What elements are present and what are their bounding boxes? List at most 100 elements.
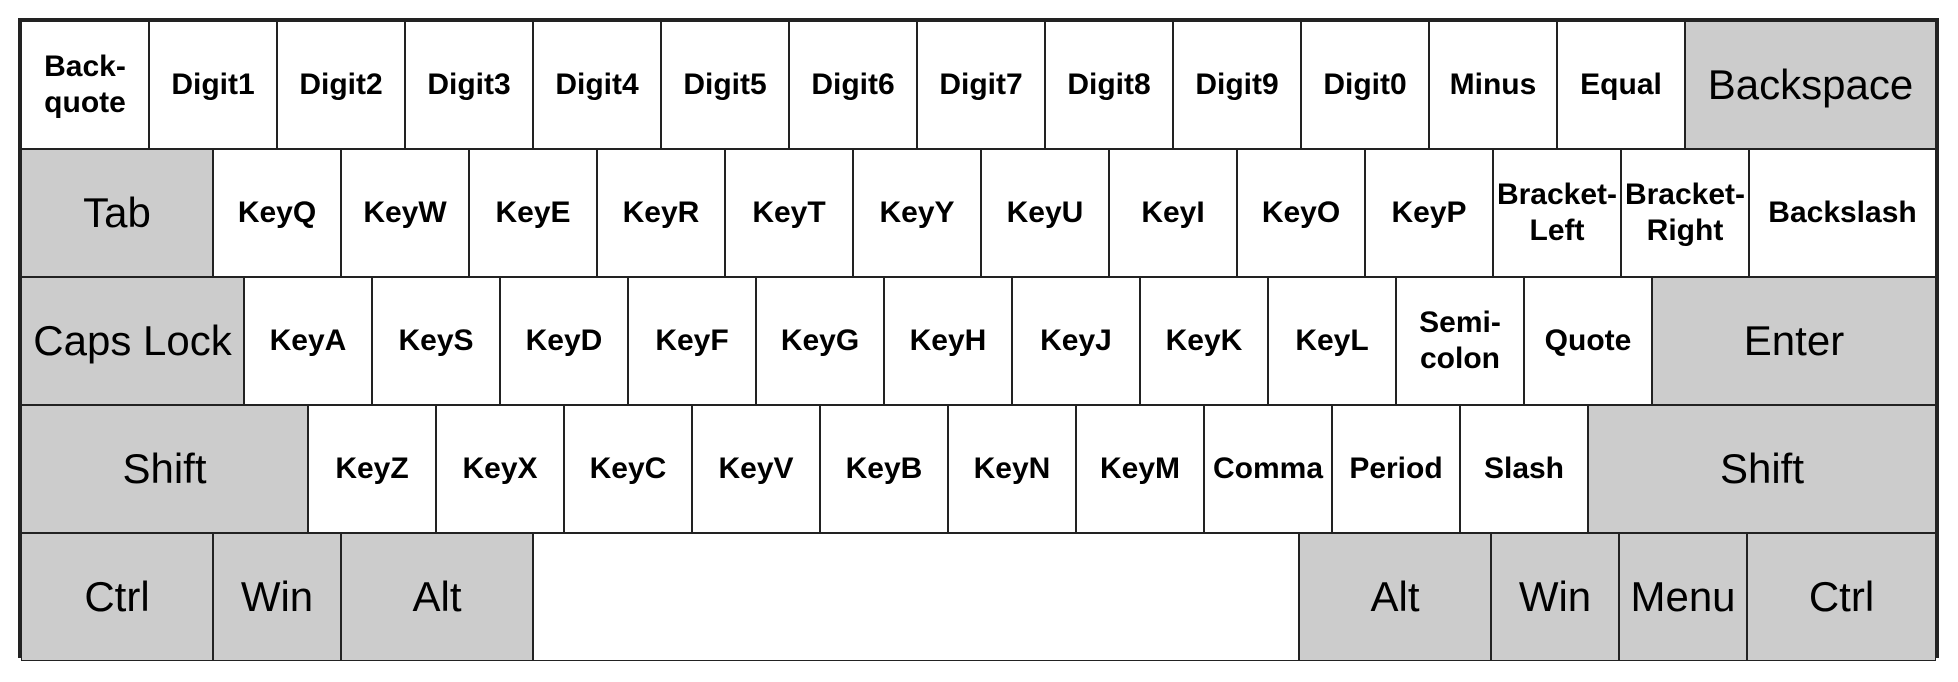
key-label-line: Back- — [44, 50, 126, 83]
key-keyw[interactable]: KeyW — [341, 149, 469, 277]
key-keyl[interactable]: KeyL — [1268, 277, 1396, 405]
key-enter[interactable]: Enter — [1652, 277, 1936, 405]
key-keyq[interactable]: KeyQ — [213, 149, 341, 277]
key-digit6[interactable]: Digit6 — [789, 21, 917, 149]
key-label-line: KeyK — [1165, 324, 1243, 357]
key-label: KeyT — [752, 195, 825, 231]
key-label-line: KeyS — [398, 324, 474, 357]
key-shift[interactable]: Shift — [1588, 405, 1936, 533]
key-keyr[interactable]: KeyR — [597, 149, 725, 277]
key-keyz[interactable]: KeyZ — [308, 405, 436, 533]
key-label-line: KeyI — [1141, 196, 1205, 229]
key-label-line: Equal — [1580, 68, 1662, 101]
key-keyn[interactable]: KeyN — [948, 405, 1076, 533]
key-label-line: KeyW — [363, 196, 447, 229]
key-label: Digit1 — [171, 67, 254, 103]
key-keyv[interactable]: KeyV — [692, 405, 820, 533]
key-digit3[interactable]: Digit3 — [405, 21, 533, 149]
key-keyd[interactable]: KeyD — [500, 277, 628, 405]
key-keyg[interactable]: KeyG — [756, 277, 884, 405]
key-label: Digit2 — [299, 67, 382, 103]
key-keyx[interactable]: KeyX — [436, 405, 564, 533]
key-label-line: Comma — [1212, 452, 1324, 485]
key-tab[interactable]: Tab — [21, 149, 213, 277]
key-label-line: colon — [1419, 342, 1500, 375]
key-label-line: Tab — [83, 189, 151, 236]
key-label: KeyF — [655, 323, 728, 359]
key-keys[interactable]: KeyS — [372, 277, 500, 405]
key-label-line: Minus — [1449, 68, 1537, 101]
key-keym[interactable]: KeyM — [1076, 405, 1204, 533]
key-label: KeyA — [270, 323, 347, 359]
key-label: KeyC — [590, 451, 667, 487]
key-label-line: Backspace — [1707, 61, 1914, 108]
key-label: Equal — [1580, 67, 1662, 103]
key-win[interactable]: Win — [213, 533, 341, 661]
key-digit1[interactable]: Digit1 — [149, 21, 277, 149]
key-label-line: KeyZ — [335, 452, 409, 485]
key-label-line: Win — [240, 573, 314, 620]
key-label-line: Digit8 — [1067, 68, 1151, 101]
key-backspace[interactable]: Backspace — [1685, 21, 1936, 149]
key-label: Bracket-Left — [1497, 177, 1617, 249]
key-keyf[interactable]: KeyF — [628, 277, 756, 405]
key-minus[interactable]: Minus — [1429, 21, 1557, 149]
key-label: Ctrl — [1809, 573, 1874, 621]
key-label: KeyQ — [238, 195, 316, 231]
key-label: Semi-colon — [1419, 305, 1501, 377]
key-digit8[interactable]: Digit8 — [1045, 21, 1173, 149]
key-label-line: Ctrl — [84, 573, 150, 620]
key-alt[interactable]: Alt — [1299, 533, 1491, 661]
key-digit4[interactable]: Digit4 — [533, 21, 661, 149]
key-label-line: Digit7 — [939, 68, 1023, 101]
key-caps-lock[interactable]: Caps Lock — [21, 277, 244, 405]
key-space[interactable] — [533, 533, 1299, 661]
key-keyk[interactable]: KeyK — [1140, 277, 1268, 405]
key-ctrl[interactable]: Ctrl — [1747, 533, 1936, 661]
key-quote[interactable]: Quote — [1524, 277, 1652, 405]
key-equal[interactable]: Equal — [1557, 21, 1685, 149]
key-bracket-right[interactable]: Bracket-Right — [1621, 149, 1749, 277]
key-ctrl[interactable]: Ctrl — [21, 533, 213, 661]
key-comma[interactable]: Comma — [1204, 405, 1332, 533]
key-slash[interactable]: Slash — [1460, 405, 1588, 533]
key-label-line: Bracket- — [1624, 178, 1746, 211]
key-semi-colon[interactable]: Semi-colon — [1396, 277, 1524, 405]
key-keyy[interactable]: KeyY — [853, 149, 981, 277]
key-keyp[interactable]: KeyP — [1365, 149, 1493, 277]
key-label-line: KeyP — [1391, 196, 1467, 229]
key-keyo[interactable]: KeyO — [1237, 149, 1365, 277]
key-label: Digit6 — [811, 67, 894, 103]
key-back-quote[interactable]: Back-quote — [21, 21, 149, 149]
key-bracket-left[interactable]: Bracket-Left — [1493, 149, 1621, 277]
key-win[interactable]: Win — [1491, 533, 1619, 661]
key-keyu[interactable]: KeyU — [981, 149, 1109, 277]
key-keyi[interactable]: KeyI — [1109, 149, 1237, 277]
key-period[interactable]: Period — [1332, 405, 1460, 533]
key-label: Backspace — [1708, 61, 1913, 109]
key-alt[interactable]: Alt — [341, 533, 533, 661]
key-keyc[interactable]: KeyC — [564, 405, 692, 533]
key-digit5[interactable]: Digit5 — [661, 21, 789, 149]
key-keyb[interactable]: KeyB — [820, 405, 948, 533]
key-label-line: Quote — [1544, 324, 1632, 357]
key-menu[interactable]: Menu — [1619, 533, 1747, 661]
key-keya[interactable]: KeyA — [244, 277, 372, 405]
key-label-line: KeyO — [1261, 196, 1341, 229]
key-keyj[interactable]: KeyJ — [1012, 277, 1140, 405]
key-keye[interactable]: KeyE — [469, 149, 597, 277]
key-digit7[interactable]: Digit7 — [917, 21, 1045, 149]
key-label: KeyP — [1391, 195, 1466, 231]
key-label-line: Digit1 — [171, 68, 255, 101]
key-shift[interactable]: Shift — [21, 405, 308, 533]
key-digit0[interactable]: Digit0 — [1301, 21, 1429, 149]
key-keyt[interactable]: KeyT — [725, 149, 853, 277]
key-label: Alt — [1370, 573, 1419, 621]
key-label: Digit4 — [555, 67, 638, 103]
key-label-line: Backslash — [1768, 196, 1917, 229]
key-digit9[interactable]: Digit9 — [1173, 21, 1301, 149]
key-backslash[interactable]: Backslash — [1749, 149, 1936, 277]
key-digit2[interactable]: Digit2 — [277, 21, 405, 149]
key-label-line: KeyH — [909, 324, 987, 357]
key-keyh[interactable]: KeyH — [884, 277, 1012, 405]
